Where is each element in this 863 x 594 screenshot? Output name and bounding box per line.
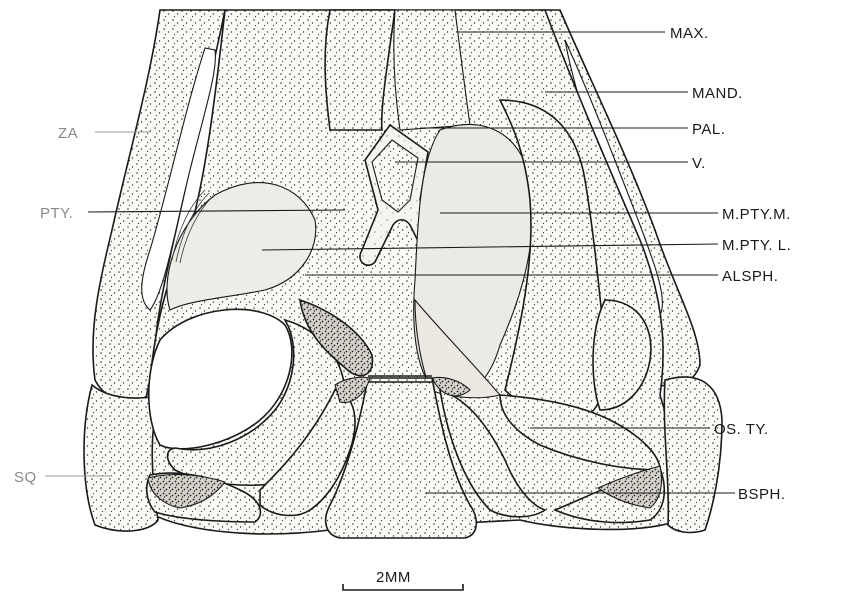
label-max: MAX. bbox=[670, 25, 709, 42]
label-pty: PTY. bbox=[40, 205, 73, 222]
scale-bar-label: 2MM bbox=[376, 569, 411, 586]
scale-bar: 2MM bbox=[343, 569, 463, 590]
label-mand: MAND. bbox=[692, 85, 743, 102]
label-mptyl: M.PTY. L. bbox=[722, 237, 791, 254]
squamosal-right bbox=[664, 377, 722, 533]
label-alsph: ALSPH. bbox=[722, 268, 778, 285]
labels-left: ZA PTY. SQ bbox=[14, 125, 78, 486]
skull-drawing bbox=[84, 10, 722, 538]
label-pal: PAL. bbox=[692, 121, 725, 138]
label-sq: SQ bbox=[14, 469, 37, 486]
label-za: ZA bbox=[58, 125, 78, 142]
label-osty: OS. TY. bbox=[714, 421, 769, 438]
label-v: V. bbox=[692, 155, 706, 172]
label-bsph: BSPH. bbox=[738, 486, 786, 503]
label-mptym: M.PTY.M. bbox=[722, 206, 791, 223]
